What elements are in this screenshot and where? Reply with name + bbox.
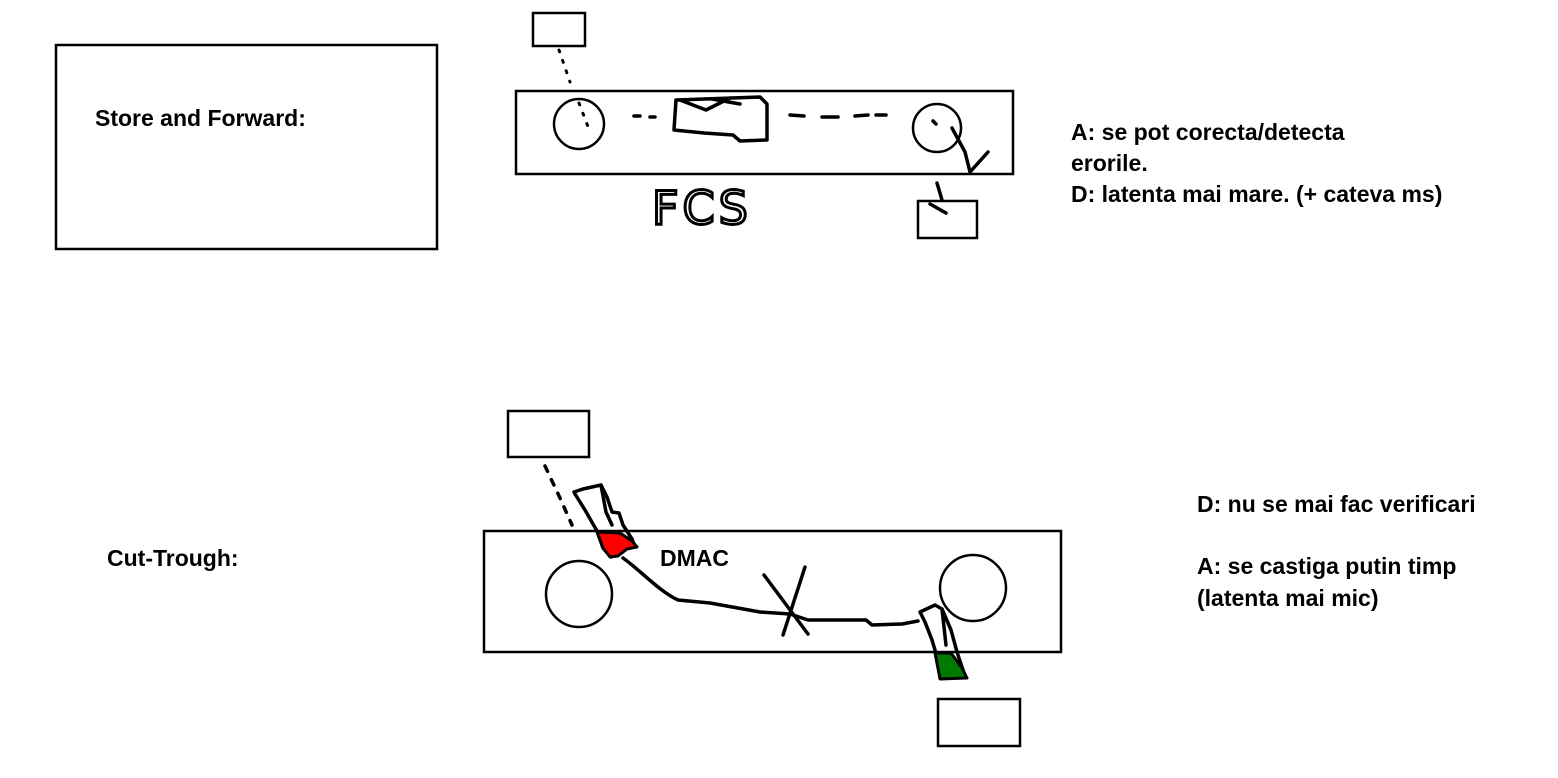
sf-ingress-trace [577, 101, 592, 134]
ct-output-field-green [933, 651, 969, 681]
store-forward-label-box [54, 43, 439, 251]
sf-output-arrow [928, 119, 990, 215]
sf-note-disadvantage: D: latenta mai mare. (+ cateva ms) [1071, 181, 1442, 207]
sf-switch [514, 89, 1015, 176]
ct-switch [482, 529, 1063, 654]
ct-forwarding-path [621, 556, 920, 627]
ct-note-advantage: A: se castiga putin timp [1197, 553, 1456, 579]
sf-source-host [531, 11, 587, 48]
ct-dmac-field-red [595, 530, 639, 559]
ct-source-host [506, 409, 591, 459]
sf-destination-host [916, 199, 979, 240]
store-forward-title: Store and Forward: [95, 105, 306, 131]
ct-dmac-label: DMAC [660, 545, 729, 571]
ct-destination-host [936, 697, 1022, 748]
sf-dashed-path [632, 113, 888, 119]
sf-note-advantage: A: se pot corecta/detecta [1071, 119, 1345, 145]
sf-buffered-frame [672, 95, 769, 143]
ct-ingress-port [544, 559, 614, 629]
sf-fcs-handwriting: FCS [652, 181, 752, 235]
sf-note-advantage-cont: erorile. [1071, 150, 1148, 176]
ct-no-check-cross [762, 565, 810, 637]
cut-through-title: Cut-Trough: [107, 545, 239, 571]
ct-note-advantage-cont: (latenta mai mic) [1197, 585, 1379, 611]
ct-note-disadvantage: D: nu se mai fac verificari [1197, 491, 1476, 517]
sf-input-link [557, 48, 572, 84]
ct-egress-port [938, 553, 1008, 623]
sf-egress-port [911, 102, 963, 154]
ct-input-link [543, 464, 574, 527]
sf-ingress-port [552, 97, 606, 151]
